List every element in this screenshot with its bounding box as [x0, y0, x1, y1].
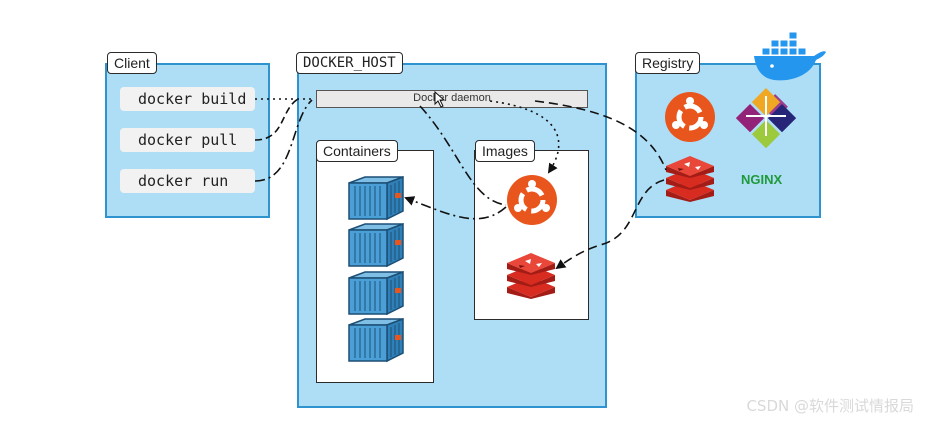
- arrow-run-to-container: [419, 105, 507, 206]
- arrow-daemon-to-registry: [534, 100, 667, 171]
- arrow-run: [254, 99, 313, 182]
- arrow-image-to-container: [404, 196, 507, 220]
- docker-host-label: DOCKER_HOST: [296, 52, 403, 74]
- command-docker-run: docker run: [120, 169, 255, 193]
- command-docker-build: docker build: [120, 87, 255, 111]
- container-icon-4: [348, 318, 404, 362]
- redis-icon-registry: [666, 156, 714, 202]
- registry-label: Registry: [635, 52, 701, 74]
- redis-icon-images: [507, 253, 555, 299]
- arrow-pull: [254, 98, 299, 141]
- mouse-cursor-icon: [434, 90, 446, 108]
- centos-icon: [735, 88, 797, 149]
- containers-label: Containers: [316, 140, 398, 162]
- arrow-daemon-to-image: [489, 100, 560, 174]
- docker-daemon-bar: Docker daemon: [316, 90, 588, 108]
- ubuntu-icon-images: [507, 175, 557, 225]
- container-icon-1: [348, 176, 404, 220]
- nginx-logo: NGINX: [741, 172, 783, 187]
- docker-whale-icon: [754, 31, 826, 81]
- arrow-registry-to-image: [555, 179, 665, 270]
- container-icon-3: [348, 271, 404, 315]
- ubuntu-icon-registry: [665, 92, 715, 142]
- watermark: CSDN @软件测试情报局: [746, 397, 914, 415]
- command-docker-pull: docker pull: [120, 128, 255, 152]
- images-label: Images: [475, 140, 535, 162]
- client-label: Client: [107, 52, 157, 74]
- container-icon-2: [348, 223, 404, 267]
